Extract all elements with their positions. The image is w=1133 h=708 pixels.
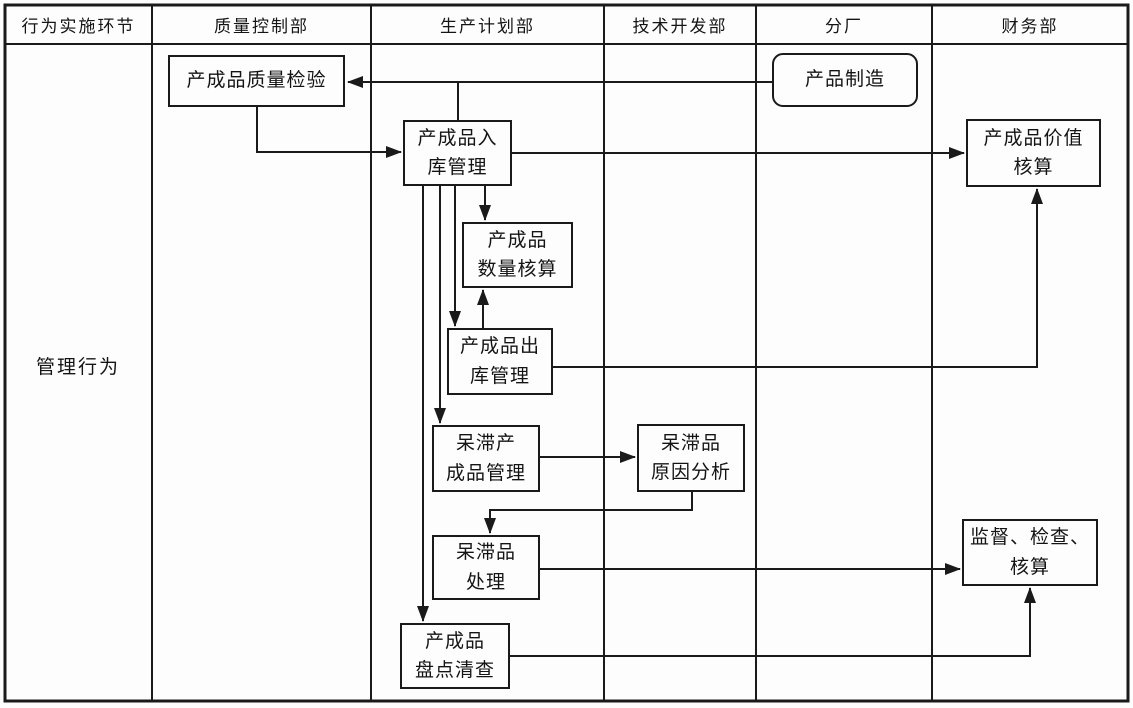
node-stagnant-goods-cause-analysis: 呆滞品 原因分析 bbox=[637, 424, 745, 492]
edge-warehouse-out-to-value-accounting bbox=[553, 188, 1043, 368]
node-stagnant-finished-goods-management: 呆滞产 成品管理 bbox=[432, 425, 540, 492]
node-product-manufacturing: 产品制造 bbox=[772, 53, 918, 107]
node-finished-goods-quality-inspection: 产成品质量检验 bbox=[168, 55, 345, 107]
node-finished-goods-quantity-accounting: 产成品 数量核算 bbox=[462, 222, 573, 288]
node-stagnant-goods-disposal: 呆滞品 处理 bbox=[432, 535, 540, 600]
header-col-quality-control: 质量控制部 bbox=[214, 17, 309, 36]
node-finished-goods-warehouse-in-management: 产成品入 库管理 bbox=[403, 120, 512, 186]
header-col-production-plan: 生产计划部 bbox=[440, 17, 535, 36]
node-finished-goods-stocktaking: 产成品 盘点清查 bbox=[400, 623, 510, 689]
edge-stocktaking-to-supervision bbox=[510, 587, 1036, 657]
node-finished-goods-warehouse-out-management: 产成品出 库管理 bbox=[447, 328, 553, 395]
flow-arrows bbox=[256, 76, 1043, 657]
row-label-management-behavior: 管理行为 bbox=[35, 356, 120, 378]
lane-grid bbox=[3, 3, 1130, 703]
header-col-behavior-stage: 行为实施环节 bbox=[21, 17, 136, 36]
edge-cause-analysis-to-disposal bbox=[484, 492, 693, 534]
header-col-branch-factory: 分厂 bbox=[825, 17, 863, 36]
edge-inspection-to-warehouse-in bbox=[256, 107, 402, 158]
header-col-tech-development: 技术开发部 bbox=[632, 17, 728, 36]
node-finished-goods-value-accounting: 产成品价值 核算 bbox=[966, 119, 1101, 187]
header-col-finance: 财务部 bbox=[1001, 17, 1059, 36]
node-supervision-inspection-accounting: 监督、检查、 核算 bbox=[962, 519, 1098, 586]
